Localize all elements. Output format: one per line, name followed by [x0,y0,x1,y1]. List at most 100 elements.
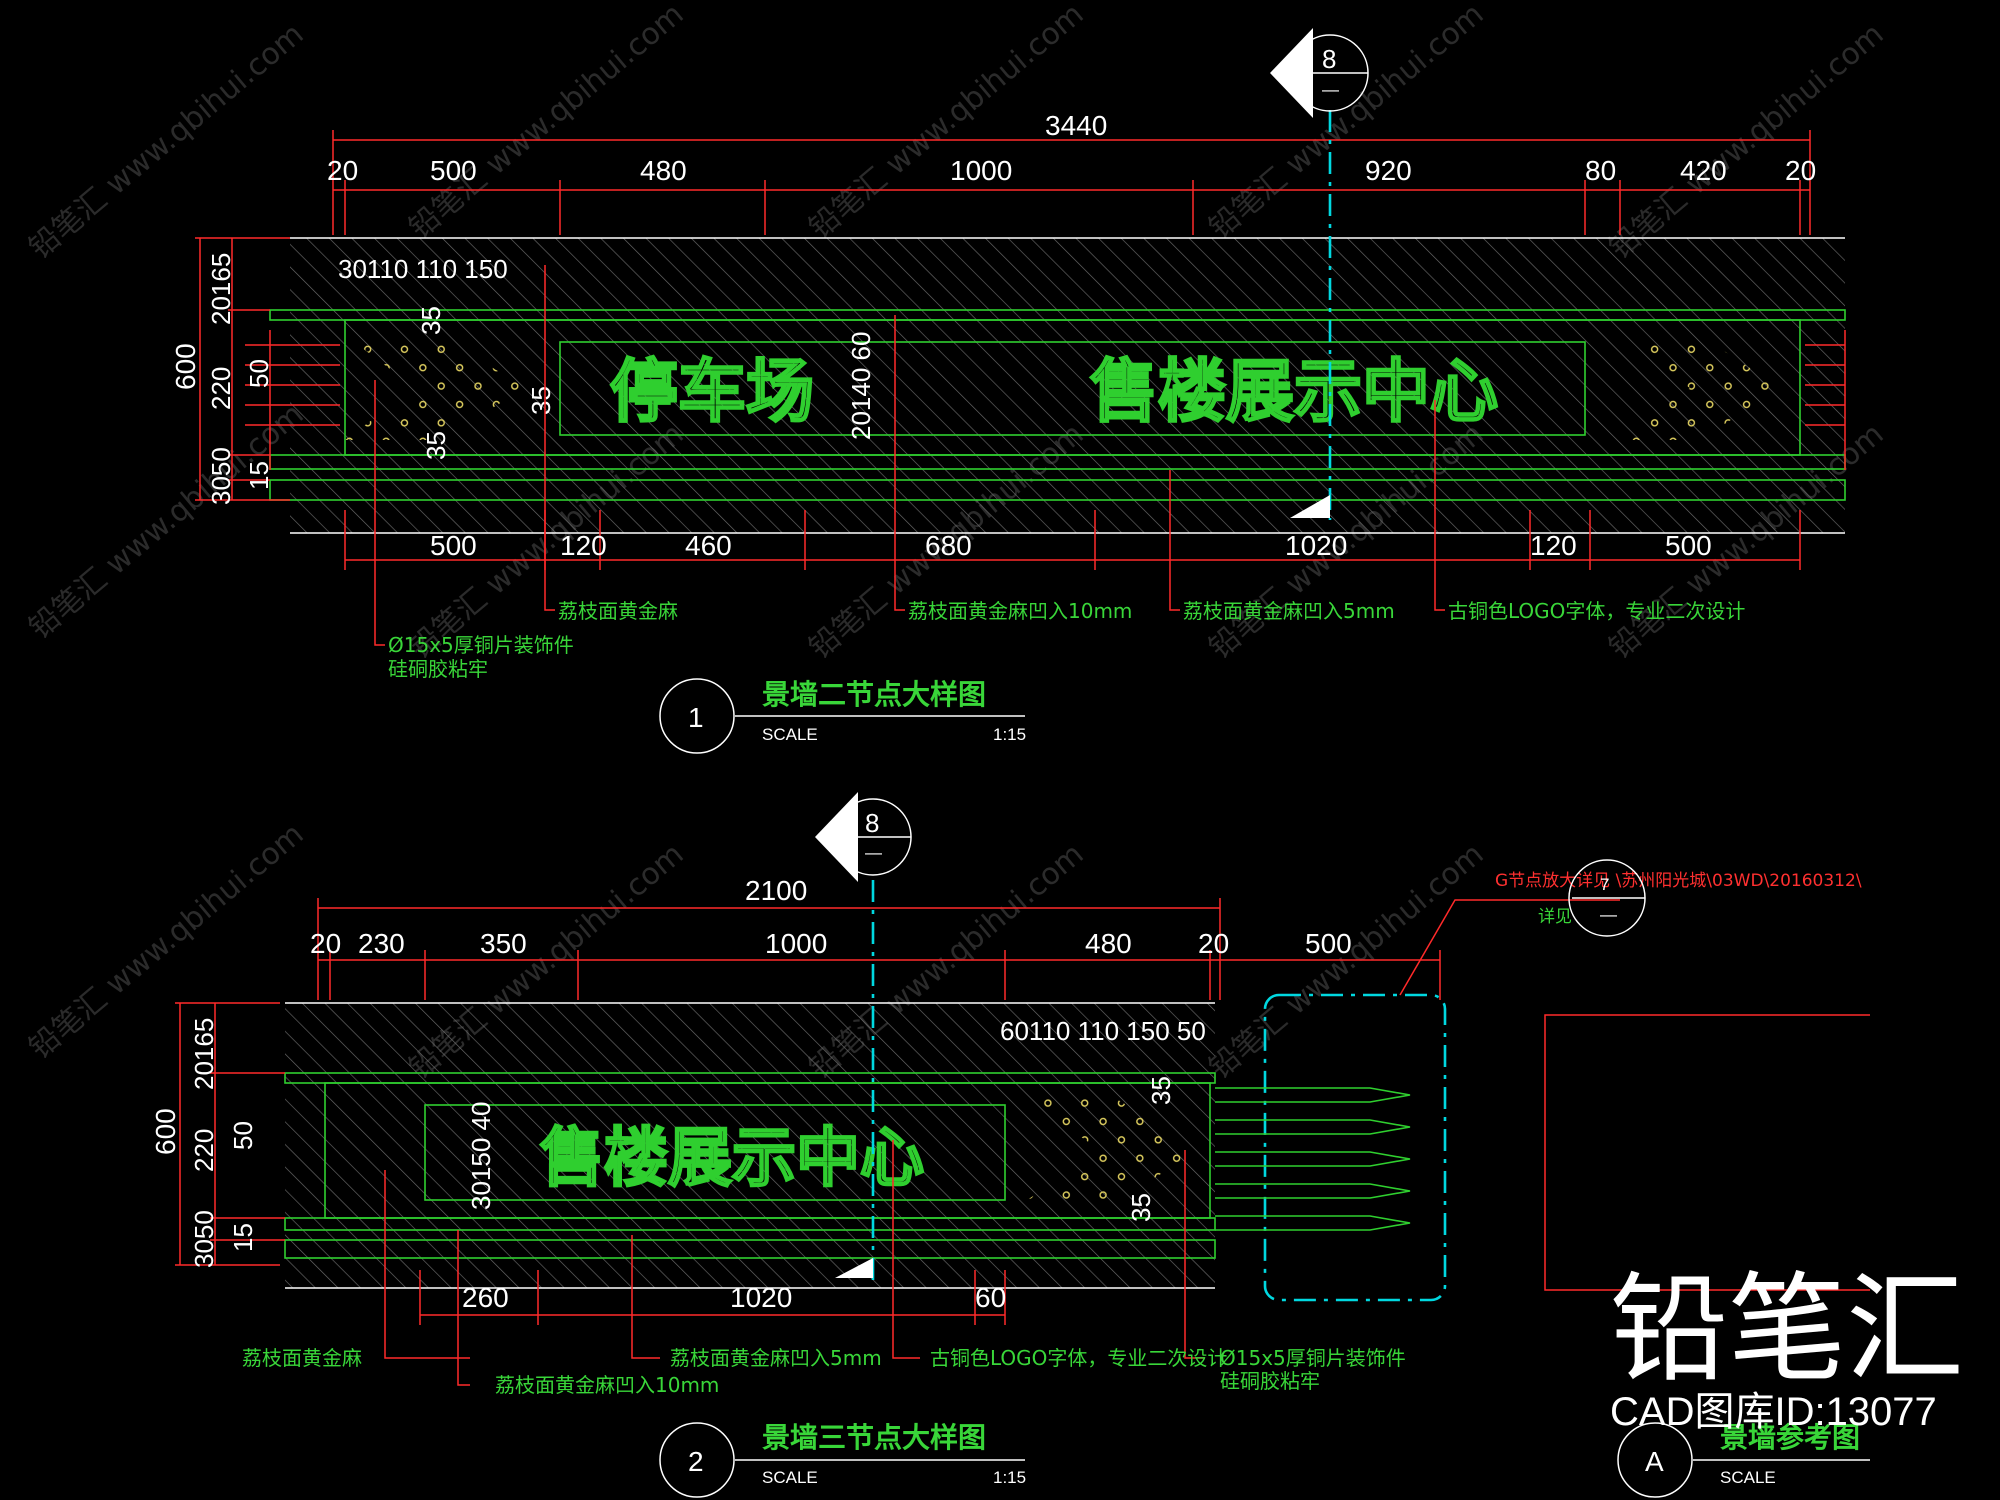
svg-text:460: 460 [685,530,732,561]
svg-text:20: 20 [1785,155,1816,186]
d2-dims-bottom: 260 1020 60 [462,1282,1006,1313]
d2-ref-box [1263,993,1447,1302]
svg-text:—: — [1322,80,1339,99]
d2-dims-top: 20 230 350 1000 480 20 500 [310,928,1352,959]
svg-text:350: 350 [480,928,527,959]
d2-title-block: 2 景墙三节点大样图 SCALE 1:15 [659,1421,1026,1498]
d2-dim-inner-mid: 30150 40 [466,1102,496,1210]
d2-dim-total: 2100 [745,875,807,906]
svg-text:20165: 20165 [206,253,236,325]
d2-label-b: 荔枝面黄金麻凹入10mm [495,1373,719,1397]
svg-text:80: 80 [1585,155,1616,186]
svg-text:500: 500 [430,155,477,186]
d2-dots [1020,1095,1200,1205]
d1-wall [290,238,1845,533]
d2-label-e2: 硅硐胶粘牢 [1220,1369,1320,1393]
d2-dims-left: 20165 220 50 3050 15 [189,1018,258,1268]
svg-text:1000: 1000 [765,928,827,959]
svg-text:120: 120 [560,530,607,561]
svg-text:920: 920 [1365,155,1412,186]
svg-text:500: 500 [1305,928,1352,959]
watermark-text: 铅笔汇 www.qbihui.com [1203,837,1491,1086]
svg-text:50: 50 [228,1121,258,1150]
watermark-text: 铅笔汇 www.qbihui.com [403,0,691,246]
d1-dim-height: 600 [170,343,201,390]
watermark-text: 铅笔汇 www.qbihui.com [23,817,311,1066]
d2-dim-inner-top: 60110 110 150 50 [1000,1016,1206,1046]
d1-dim-total: 3440 [1045,110,1107,141]
svg-text:—: — [1600,905,1617,924]
svg-text:220: 220 [189,1129,219,1172]
svg-text:680: 680 [925,530,972,561]
watermark-text: 铅笔汇 www.qbihui.com [1603,17,1891,266]
svg-text:15: 15 [228,1223,258,1252]
svg-text:500: 500 [1665,530,1712,561]
detail-2: 售楼展示中心 2100 20 230 350 1000 480 20 [150,792,1862,1498]
svg-text:3050: 3050 [206,447,236,505]
d1-label-e2: 硅硐胶粘牢 [388,657,488,681]
svg-text:详见: 详见 [1538,907,1572,927]
d1-title-block: 1 景墙二节点大样图 SCALE 1:15 [659,678,1026,754]
d2-label-c: 荔枝面黄金麻凹入5mm [670,1346,882,1370]
d1-section-marker: 8 — [1270,28,1369,518]
d1-dims-bottom: 500 120 460 680 1020 120 500 [430,530,1712,561]
brand-name: 铅笔汇 [1610,1260,1964,1398]
svg-text:20165: 20165 [189,1018,219,1090]
svg-text:35: 35 [526,386,556,415]
d2-label-d: 古铜色LOGO字体，专业二次设计 [930,1346,1227,1370]
watermark-text: 铅笔汇 www.qbihui.com [23,397,311,646]
svg-text:420: 420 [1680,155,1727,186]
watermark-text: 铅笔汇 www.qbihui.com [23,17,311,266]
svg-text:8: 8 [865,808,879,838]
d1-sign-left: 停车场 [610,353,814,432]
svg-text:1020: 1020 [730,1282,792,1313]
d2-sign-box [424,1104,1006,1201]
d2-title: 景墙三节点大样图 [762,1421,986,1454]
svg-text:60: 60 [975,1282,1006,1313]
d2-ref-note: G节点放大详见 \苏州阳光城\03WD\20160312\ [1495,871,1862,891]
d2-section-marker: 8 — [815,792,912,1278]
svg-text:230: 230 [358,928,405,959]
d2-ref-marker: 7 — [1568,859,1646,937]
d2-dim-height: 600 [150,1108,181,1155]
d2-sign: 售楼展示中心 [540,1122,924,1196]
svg-text:120: 120 [1530,530,1577,561]
svg-text:8: 8 [1322,44,1336,74]
svg-text:A: A [1645,1446,1664,1477]
svg-text:SCALE: SCALE [762,1468,818,1487]
d1-dims-left: 20165 220 50 3050 15 [206,253,274,505]
d1-label-a: 荔枝面黄金麻 [558,599,678,623]
svg-text:—: — [865,843,882,862]
d1-label-b: 荔枝面黄金麻凹入10mm [908,599,1132,623]
d1-dims-top: 20 500 480 1000 920 80 420 20 [327,155,1816,186]
svg-text:SCALE: SCALE [1720,1468,1776,1487]
svg-text:35: 35 [1126,1193,1156,1222]
detail-a: A 景墙参考图 SCALE [1544,1014,1870,1498]
da-title: 景墙参考图 [1720,1421,1860,1454]
svg-text:1:15: 1:15 [993,1468,1026,1487]
svg-text:7: 7 [1600,875,1609,894]
brand-watermark: 铅笔汇 CAD图库ID:13077 [1610,1260,1964,1434]
svg-text:35: 35 [1146,1076,1176,1105]
d1-sign-right: 售楼展示中心 [1090,353,1498,432]
brand-id: CAD图库ID:13077 [1610,1390,1937,1434]
svg-text:1020: 1020 [1285,530,1347,561]
svg-text:480: 480 [1085,928,1132,959]
svg-text:1: 1 [688,702,704,733]
detail-1: 停车场 售楼展示中心 3440 20 500 480 1000 920 80 4… [170,28,1846,754]
watermark-text: 铅笔汇 www.qbihui.com [1203,0,1491,246]
d2-label-e1: Ø15x5厚铜片装饰件 [1220,1346,1406,1370]
svg-text:50: 50 [244,359,274,388]
d1-label-c: 荔枝面黄金麻凹入5mm [1183,599,1395,623]
svg-text:SCALE: SCALE [762,725,818,744]
d1-dots-left [345,335,525,440]
svg-text:220: 220 [206,367,236,410]
svg-text:15: 15 [244,461,274,490]
d1-dim-inner-top: 30110 110 150 [338,254,508,284]
svg-text:260: 260 [462,1282,509,1313]
svg-text:1:15: 1:15 [993,725,1026,744]
d1-title: 景墙二节点大样图 [762,678,986,711]
svg-text:20: 20 [327,155,358,186]
svg-text:500: 500 [430,530,477,561]
